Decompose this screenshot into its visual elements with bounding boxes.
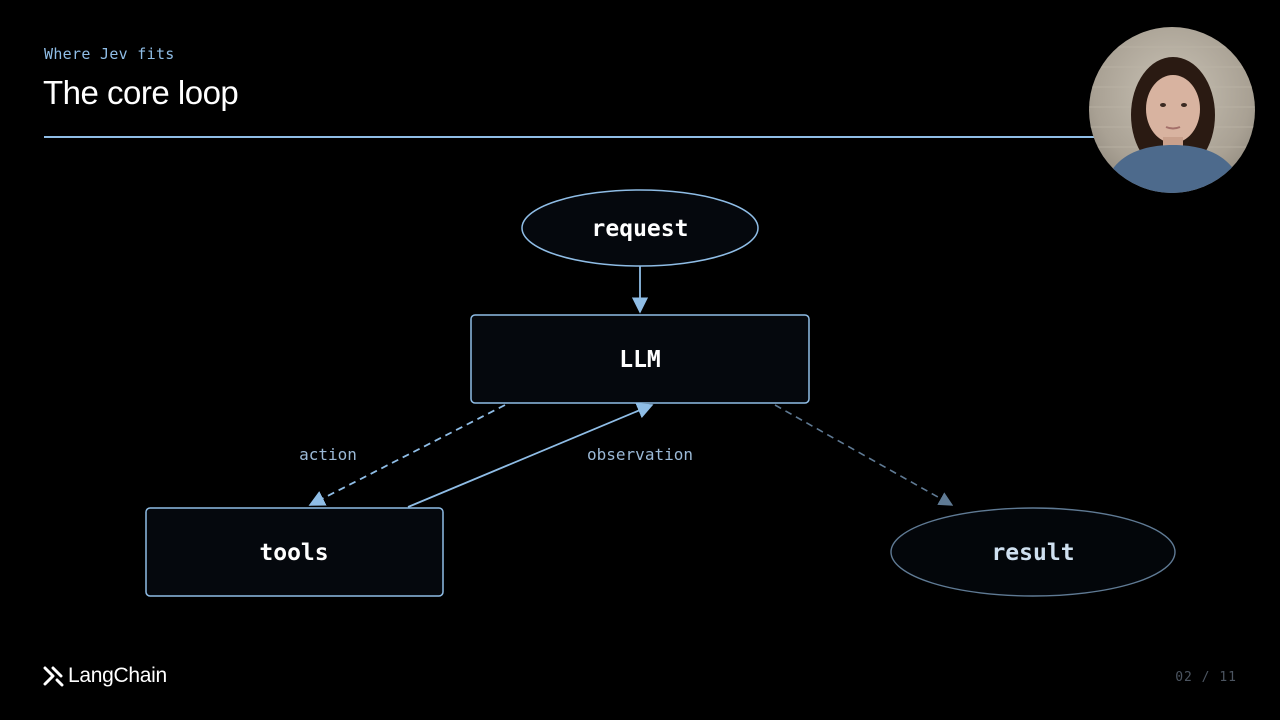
slide-title: The core loop [43,74,239,111]
node-llm: LLM [470,314,810,404]
node-tools-label: tools [259,540,328,566]
node-result-label: result [991,540,1074,566]
edge-llm-to-tools-action [308,404,506,506]
brand-name: LangChain [68,664,167,687]
node-llm-label: LLM [619,347,661,373]
brand-logo: LangChain [43,664,167,688]
edge-label-action: action [299,445,357,464]
slide-page-number: 02 / 11 [1175,670,1237,685]
edge-llm-to-result [774,404,954,506]
slide-eyebrow: Where Jev fits [44,45,175,63]
title-divider [44,136,1144,138]
edge-label-observation: observation [587,445,693,464]
node-tools: tools [145,507,444,597]
node-result: result [890,507,1176,597]
langchain-logo-icon [43,666,64,687]
presenter-video-avatar [1089,27,1255,193]
node-request-label: request [592,216,689,242]
edge-tools-to-llm-observation [407,403,654,508]
node-request: request [521,189,759,267]
